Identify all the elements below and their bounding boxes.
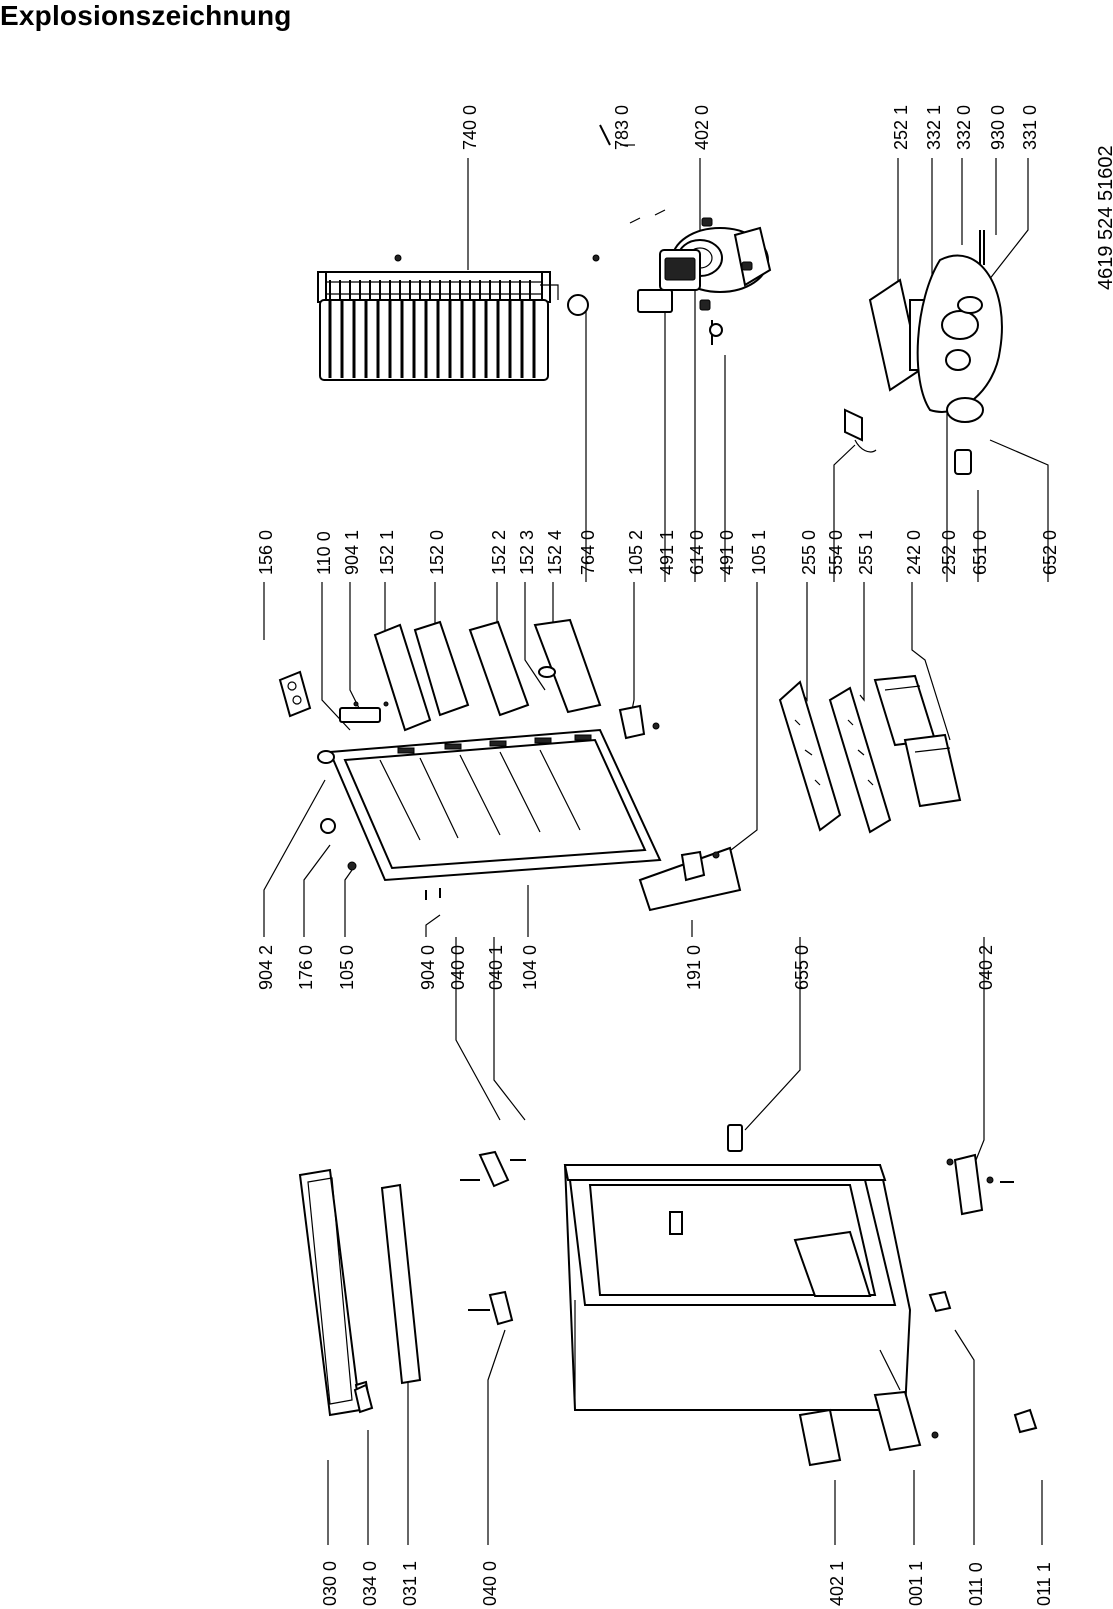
label-904-0: 904 0 xyxy=(418,945,438,990)
label-110-0: 110 0 xyxy=(314,531,334,575)
label-040-0-a: 040 0 xyxy=(448,945,468,990)
label-040-2: 040 2 xyxy=(976,945,996,990)
label-191-0: 191 0 xyxy=(684,945,704,990)
label-152-1: 152 1 xyxy=(377,530,397,575)
top-hinges xyxy=(460,1150,526,1326)
label-040-0-b: 040 0 xyxy=(480,1561,500,1606)
top-labels: 740 0 783 0 402 0 252 1 332 1 332 0 930 … xyxy=(460,105,1040,150)
label-402-0: 402 0 xyxy=(692,105,712,150)
label-491-0: 491 0 xyxy=(717,530,737,575)
label-783-0: 783 0 xyxy=(612,105,632,150)
lower-middle-labels: 904 2 176 0 105 0 904 0 040 0 040 1 104 … xyxy=(256,945,996,990)
label-252-1: 252 1 xyxy=(891,105,911,150)
label-764-0: 764 0 xyxy=(578,530,598,575)
gasket-and-hinge xyxy=(638,846,742,912)
label-255-0: 255 0 xyxy=(799,530,819,575)
top-frame xyxy=(298,1168,422,1417)
label-740-0: 740 0 xyxy=(460,105,480,150)
label-152-4: 152 4 xyxy=(545,530,565,575)
label-554-0: 554 0 xyxy=(826,530,846,575)
page-title: Explosionszeichnung xyxy=(0,0,292,31)
starter-relay xyxy=(567,249,723,345)
label-655-0: 655 0 xyxy=(792,945,812,990)
label-031-1: 031 1 xyxy=(400,1561,420,1606)
label-001-1: 001 1 xyxy=(906,1561,926,1606)
bottom-hinge xyxy=(946,1153,1014,1216)
label-255-1: 255 1 xyxy=(856,530,876,575)
base-parts xyxy=(798,1290,1038,1467)
upper-hinge xyxy=(618,704,660,740)
label-034-0: 034 0 xyxy=(360,1561,380,1606)
label-904-1: 904 1 xyxy=(342,530,362,575)
door-assembly xyxy=(317,728,662,900)
hinge-034 xyxy=(353,1383,374,1414)
label-152-0: 152 0 xyxy=(427,530,447,575)
label-331-0: 331 0 xyxy=(1020,105,1040,150)
condenser xyxy=(317,254,600,381)
label-105-0: 105 0 xyxy=(337,945,357,990)
label-040-1: 040 1 xyxy=(486,945,506,990)
label-614-0: 614 0 xyxy=(687,530,707,575)
lamp-cover xyxy=(727,1124,743,1152)
label-152-2: 152 2 xyxy=(489,530,509,575)
label-332-0: 332 0 xyxy=(954,105,974,150)
label-152-3: 152 3 xyxy=(517,530,537,575)
label-156-0: 156 0 xyxy=(256,530,276,575)
document-number: 4619 524 51602 xyxy=(1095,145,1113,290)
drawers xyxy=(873,674,962,808)
label-104-0: 104 0 xyxy=(520,945,540,990)
label-105-1: 105 1 xyxy=(749,530,769,575)
bottom-labels: 030 0 034 0 031 1 040 0 402 1 001 1 011 … xyxy=(320,1561,1054,1606)
label-402-1: 402 1 xyxy=(827,1561,847,1606)
label-651-0: 651 0 xyxy=(970,530,990,575)
label-030-0: 030 0 xyxy=(320,1561,340,1606)
cabinet-body xyxy=(563,1164,912,1411)
label-332-1: 332 1 xyxy=(924,105,944,150)
label-011-0: 011 0 xyxy=(966,1562,986,1606)
label-176-0: 176 0 xyxy=(296,945,316,990)
middle-labels: 156 0 110 0 904 1 152 1 152 0 152 2 152 … xyxy=(256,530,1060,575)
egg-tray xyxy=(278,670,389,723)
label-930-0: 930 0 xyxy=(988,105,1008,150)
label-652-0: 652 0 xyxy=(1040,530,1060,575)
label-105-2: 105 2 xyxy=(626,530,646,575)
label-904-2: 904 2 xyxy=(256,945,276,990)
label-011-1: 011 1 xyxy=(1034,1562,1054,1606)
fan-assembly xyxy=(844,230,1003,475)
door-shelves xyxy=(373,618,602,732)
label-242-0: 242 0 xyxy=(904,530,924,575)
label-252-0: 252 0 xyxy=(939,530,959,575)
glass-shelves xyxy=(778,680,892,834)
label-491-1: 491 1 xyxy=(657,530,677,575)
